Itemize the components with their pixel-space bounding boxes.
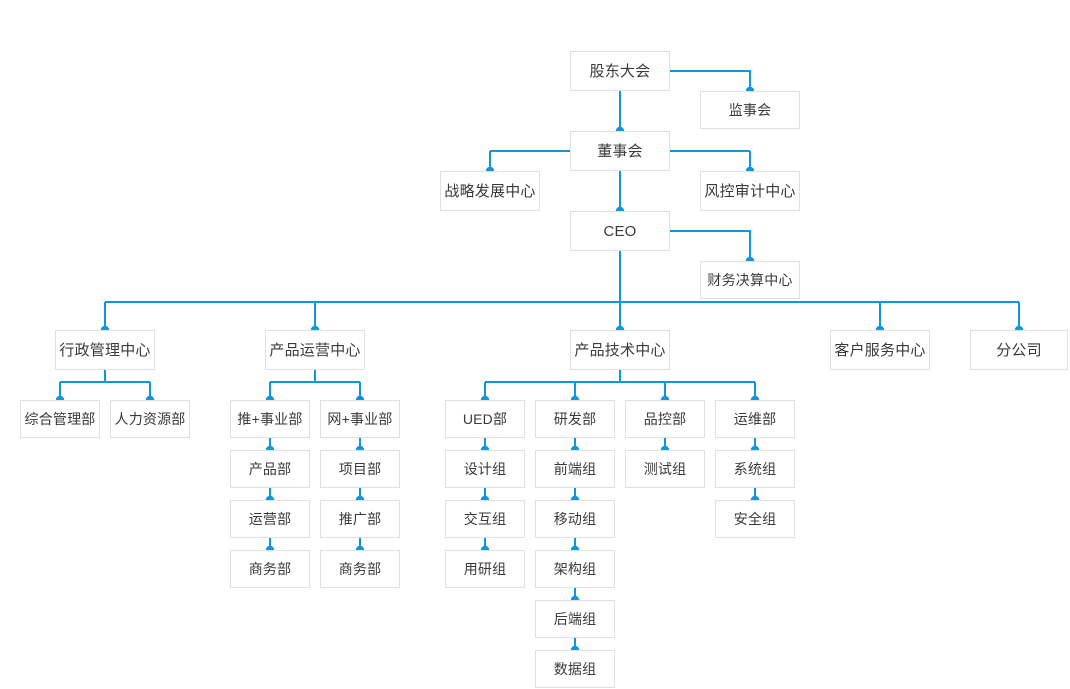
org-node-label: 产品运营中心: [269, 341, 361, 359]
org-node-business-dept-2[interactable]: 商务部: [320, 550, 400, 588]
org-node-label: 商务部: [338, 561, 382, 577]
org-node-backend-group[interactable]: 后端组: [535, 600, 615, 638]
org-node-data-group[interactable]: 数据组: [535, 650, 615, 688]
org-node-architecture-group[interactable]: 架构组: [535, 550, 615, 588]
org-node-ops-dept[interactable]: 运维部: [715, 400, 795, 438]
org-node-label: 品控部: [643, 411, 687, 427]
org-node-interaction-group[interactable]: 交互组: [445, 500, 525, 538]
org-node-product-ops-center[interactable]: 产品运营中心: [265, 330, 365, 370]
org-node-mobile-group[interactable]: 移动组: [535, 500, 615, 538]
org-node-human-resources[interactable]: 人力资源部: [110, 400, 190, 438]
org-node-rd-dept[interactable]: 研发部: [535, 400, 615, 438]
org-node-system-group[interactable]: 系统组: [715, 450, 795, 488]
org-node-wang-bu[interactable]: 网+事业部: [320, 400, 400, 438]
org-node-product-dept[interactable]: 产品部: [230, 450, 310, 488]
org-node-label: 网+事业部: [327, 411, 393, 427]
org-node-label: 研发部: [553, 411, 597, 427]
org-node-label: CEO: [603, 222, 637, 240]
org-node-label: 分公司: [996, 341, 1042, 359]
org-node-finance[interactable]: 财务决算中心: [700, 261, 800, 299]
org-node-shareholders[interactable]: 股东大会: [570, 51, 670, 91]
org-node-label: 客户服务中心: [834, 341, 926, 359]
org-node-label: 运营部: [248, 511, 292, 527]
org-node-label: 战略发展中心: [444, 182, 536, 200]
org-node-board[interactable]: 董事会: [570, 131, 670, 171]
org-node-label: 项目部: [338, 461, 382, 477]
org-node-label: 综合管理部: [24, 411, 96, 427]
org-node-label: 商务部: [248, 561, 292, 577]
org-node-label: 财务决算中心: [707, 272, 793, 288]
org-node-label: 风控审计中心: [704, 182, 796, 200]
org-node-ceo[interactable]: CEO: [570, 211, 670, 251]
org-node-label: 交互组: [463, 511, 507, 527]
org-node-label: 前端组: [553, 461, 597, 477]
org-node-product-tech-center[interactable]: 产品技术中心: [570, 330, 670, 370]
org-node-riskaudit[interactable]: 风控审计中心: [700, 171, 800, 211]
org-node-strategy[interactable]: 战略发展中心: [440, 171, 540, 211]
org-node-label: 安全组: [733, 511, 777, 527]
org-node-label: 行政管理中心: [59, 341, 151, 359]
org-node-label: 移动组: [553, 511, 597, 527]
org-node-label: 运维部: [733, 411, 777, 427]
org-node-operations-dept[interactable]: 运营部: [230, 500, 310, 538]
org-node-design-group[interactable]: 设计组: [445, 450, 525, 488]
org-node-qa-dept[interactable]: 品控部: [625, 400, 705, 438]
org-node-label: 监事会: [728, 102, 772, 118]
org-node-user-research-group[interactable]: 用研组: [445, 550, 525, 588]
org-node-supervisors[interactable]: 监事会: [700, 91, 800, 129]
org-node-label: 设计组: [463, 461, 507, 477]
org-node-label: 产品技术中心: [574, 341, 666, 359]
org-node-label: 产品部: [248, 461, 292, 477]
org-node-label: UED部: [462, 411, 508, 427]
org-node-business-dept-1[interactable]: 商务部: [230, 550, 310, 588]
org-node-label: 人力资源部: [114, 411, 186, 427]
org-node-ued-dept[interactable]: UED部: [445, 400, 525, 438]
org-node-label: 数据组: [553, 661, 597, 677]
org-node-project-dept[interactable]: 项目部: [320, 450, 400, 488]
org-node-label: 系统组: [733, 461, 777, 477]
org-node-branch-company[interactable]: 分公司: [970, 330, 1068, 370]
org-node-promotion-dept[interactable]: 推广部: [320, 500, 400, 538]
org-node-frontend-group[interactable]: 前端组: [535, 450, 615, 488]
org-node-label: 用研组: [463, 561, 507, 577]
connector-line: [670, 230, 751, 261]
org-node-label: 后端组: [553, 611, 597, 627]
org-node-label: 架构组: [553, 561, 597, 577]
org-node-test-group[interactable]: 测试组: [625, 450, 705, 488]
org-node-label: 推+事业部: [237, 411, 303, 427]
org-node-label: 股东大会: [589, 62, 651, 80]
org-node-customer-service-center[interactable]: 客户服务中心: [830, 330, 930, 370]
org-node-tui-bu[interactable]: 推+事业部: [230, 400, 310, 438]
org-node-label: 测试组: [643, 461, 687, 477]
org-node-general-admin[interactable]: 综合管理部: [20, 400, 100, 438]
org-node-admin-center[interactable]: 行政管理中心: [55, 330, 155, 370]
org-node-label: 推广部: [338, 511, 382, 527]
org-node-security-group[interactable]: 安全组: [715, 500, 795, 538]
connector-line: [670, 70, 751, 91]
org-node-label: 董事会: [597, 142, 643, 160]
